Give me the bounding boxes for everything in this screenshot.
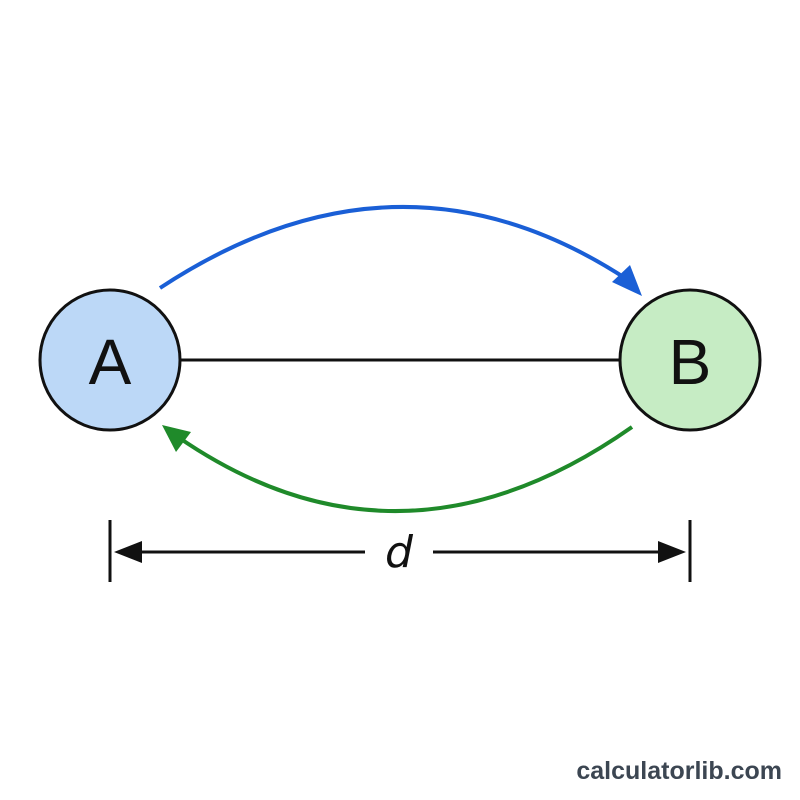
arrow-a-to-b-head-icon [612,265,642,296]
arrow-b-to-a [176,425,634,514]
node-a-label: A [89,326,132,398]
node-b-label: B [669,326,712,398]
arrow-b-to-a-head-icon [162,425,191,452]
dimension-arrowhead-left-icon [114,541,142,563]
dimension-label: d [385,527,414,578]
node-a: A [38,288,182,432]
watermark: calculatorlib.com [576,757,782,785]
dimension-arrowhead-right-icon [658,541,686,563]
arrow-a-to-b [158,205,630,290]
node-b: B [618,288,762,432]
node-a-circle [38,288,182,432]
dimension-indicator: d [108,520,692,582]
node-b-circle [618,288,762,432]
